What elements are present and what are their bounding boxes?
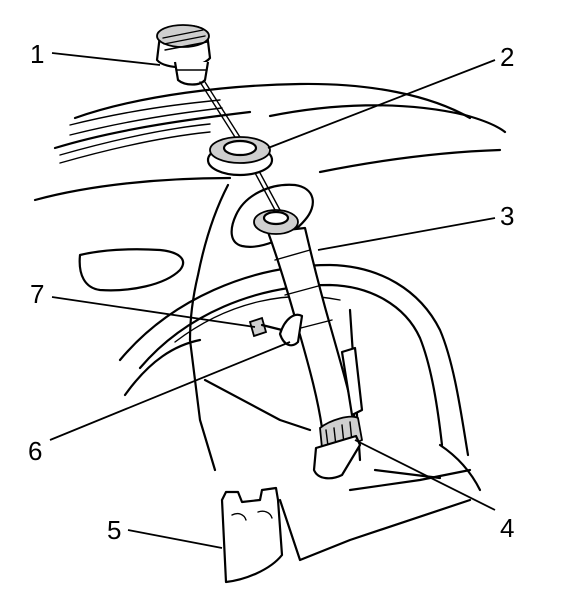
callout-3: 3: [500, 201, 514, 231]
callout-1: 1: [30, 39, 44, 69]
neck-bracket: [312, 346, 364, 480]
leader-2: [267, 59, 496, 149]
callout-4: 4: [500, 513, 514, 543]
body-panel: [33, 82, 507, 342]
callout-7: 7: [30, 279, 44, 309]
neck-top: [253, 209, 299, 235]
leader-3: [317, 217, 496, 251]
filler-grommet: [206, 136, 274, 177]
callout-5: 5: [107, 515, 121, 545]
leader-lines: [49, 52, 496, 549]
mounting-screw: [248, 316, 284, 338]
leader-6: [49, 341, 291, 441]
callout-6: 6: [28, 436, 42, 466]
leader-7: [51, 296, 256, 328]
splash-shield: [220, 486, 284, 584]
screw-bracket: [278, 313, 304, 347]
filler-neck-hose: [266, 226, 357, 430]
leader-4: [354, 439, 496, 511]
leader-1: [51, 52, 161, 66]
fuel-cap: [155, 24, 212, 86]
leader-5: [127, 529, 223, 549]
callout-2: 2: [500, 42, 514, 72]
